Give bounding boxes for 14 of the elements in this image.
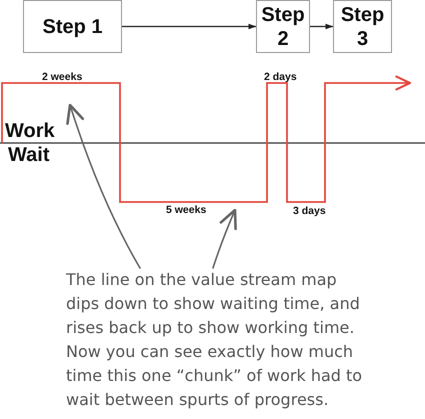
level-label: Wait (8, 145, 50, 165)
annotation-note: The line on the value stream map dips down to show waiting time, and rises back up to show working time. Now you can see exactly how much time this one “chunk” of work had to wait between spurts of progress. (66, 268, 364, 412)
arrow (121, 24, 257, 30)
level-label: Work (5, 121, 55, 141)
process-box: Step 3 (333, 0, 392, 53)
process-box: Step 2 (256, 0, 310, 53)
duration-label: 5 weeks (166, 204, 206, 216)
leader-line (66, 104, 141, 269)
arrow (309, 24, 334, 30)
process-box: Step 1 (23, 0, 122, 53)
duration-label: 2 days (264, 71, 297, 83)
duration-label: 3 days (293, 205, 326, 217)
duration-label: 2 weeks (42, 71, 82, 83)
leader-line (212, 208, 237, 269)
